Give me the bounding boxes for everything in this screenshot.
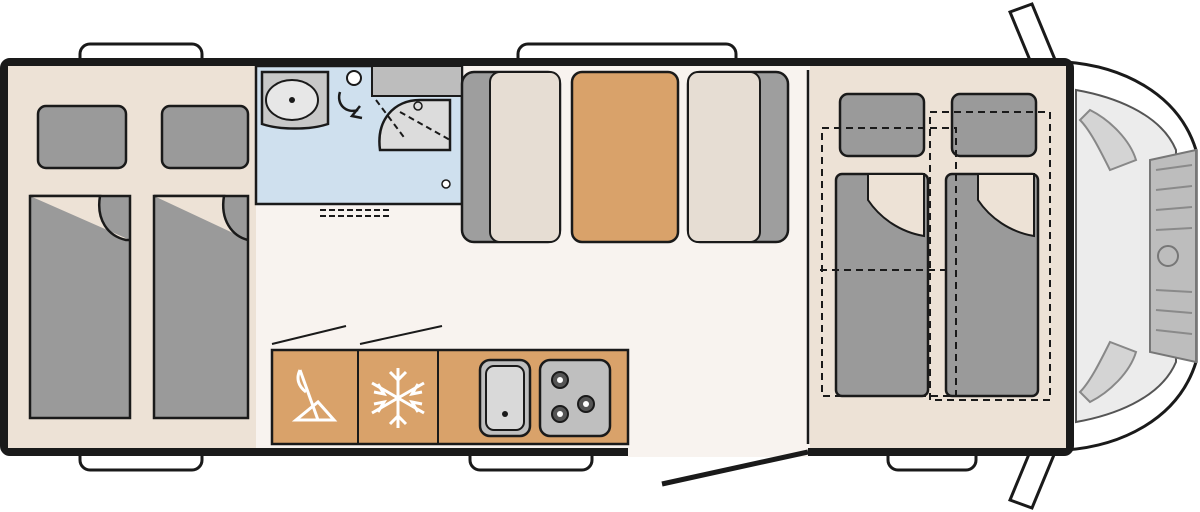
entry-door-icon: [628, 447, 809, 487]
hob-icon: [538, 358, 612, 438]
pillow-icon: [838, 92, 926, 158]
sink-icon: [478, 358, 532, 438]
cab-seat-top: [1078, 108, 1138, 172]
steering-wheel: [1157, 245, 1179, 267]
bathroom-door-line: [320, 209, 392, 217]
pillow-icon: [36, 104, 128, 170]
snowflake-icon: [371, 368, 425, 428]
dinette-table: [570, 70, 680, 244]
pillow-icon: [950, 92, 1038, 158]
fridge-door: [359, 325, 443, 345]
bathroom-cabinet: [371, 65, 463, 97]
hanger-icon: [291, 369, 338, 422]
bathroom: [254, 64, 464, 217]
cab-seat-bottom: [1078, 340, 1138, 404]
bed-left: [28, 194, 132, 420]
rear-bedroom: [8, 66, 256, 448]
cab: [1008, 2, 1198, 510]
toilet-icon: [337, 70, 363, 120]
kitchen: [270, 325, 630, 446]
shower-icon: [375, 95, 458, 189]
pillow-icon: [160, 104, 250, 170]
washbasin-icon: [260, 70, 330, 130]
wardrobe-door: [271, 325, 347, 345]
front-drop-down-bed: [810, 66, 1066, 448]
grille: [1149, 148, 1197, 364]
dinette: [460, 70, 790, 244]
bed-right: [152, 194, 250, 420]
